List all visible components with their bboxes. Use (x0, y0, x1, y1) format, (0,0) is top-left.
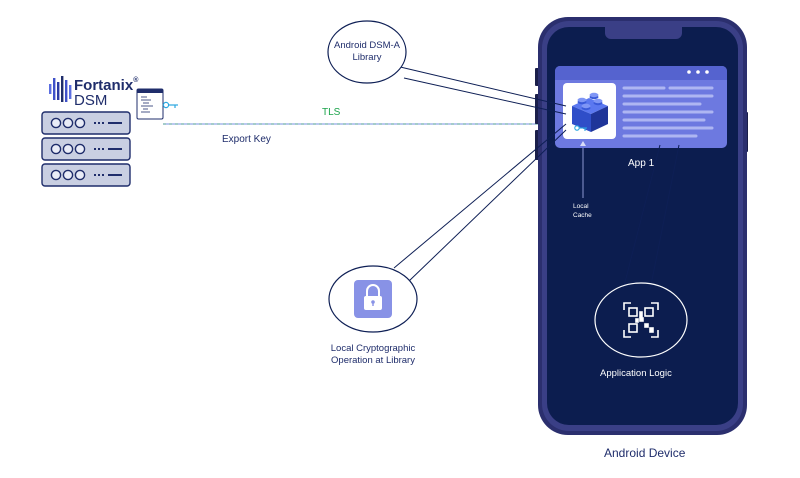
library-bubble-label: Android DSM-A Library (334, 40, 400, 63)
library-bubble (327, 20, 407, 84)
app-title: App 1 (628, 158, 655, 169)
code-window-icon (136, 88, 164, 120)
device-label: Android Device (604, 446, 686, 460)
lock-icon (354, 280, 392, 318)
crypto-bubble (328, 265, 418, 333)
tls-label: TLS (322, 107, 341, 118)
app-window (555, 66, 727, 148)
content-lines (622, 86, 714, 138)
local-cache-label: Local Cache (573, 203, 592, 219)
key-icon (162, 101, 178, 109)
application-logic-label: Application Logic (600, 368, 672, 379)
brand-name: Fortanix® (74, 77, 139, 94)
server-icon (41, 137, 131, 161)
brand-product: DSM (74, 92, 108, 109)
fortanix-logo-icon (49, 76, 72, 102)
server-icon (41, 111, 131, 135)
qr-code-icon (623, 302, 659, 338)
export-key-label: Export Key (222, 134, 271, 145)
lego-block-icon (572, 92, 608, 132)
cache-pointer (580, 141, 586, 146)
server-icon (41, 163, 131, 187)
window-dots-icon (687, 70, 709, 74)
server-stack (41, 111, 131, 187)
key-icon (574, 125, 587, 131)
logic-bubble (594, 282, 688, 358)
bubble-connectors (393, 65, 680, 291)
crypto-bubble-label: Local Cryptographic Operation at Library (330, 343, 416, 366)
